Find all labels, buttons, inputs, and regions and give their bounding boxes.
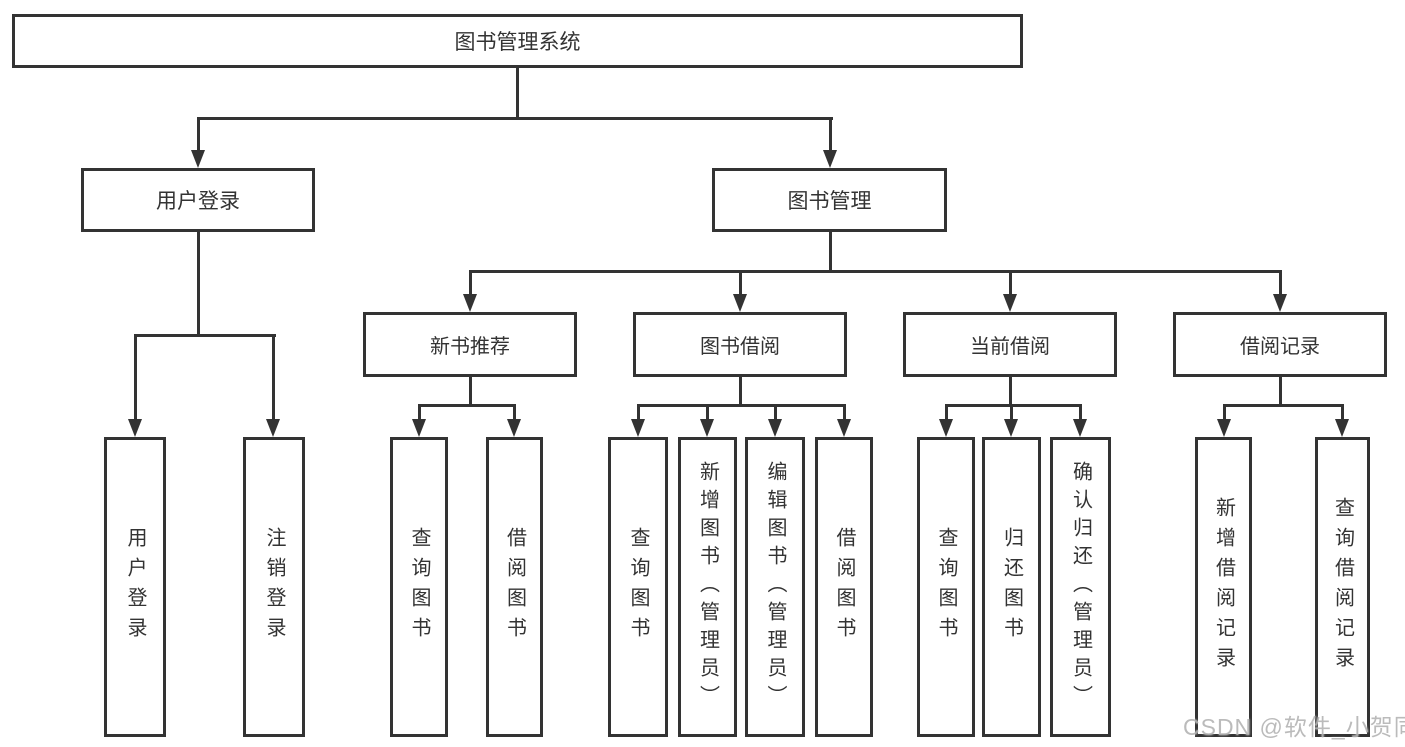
connector-line: [1010, 404, 1013, 421]
connector-line: [272, 334, 275, 420]
leaf-logout-label: 注销登录: [263, 527, 285, 647]
leaf-user-login: 用户登录: [104, 437, 166, 737]
leaf-borrow-books-1: 借阅图书: [486, 437, 543, 737]
arrow-down-icon: [1073, 419, 1087, 437]
leaf-user-login-label: 用户登录: [124, 527, 146, 647]
leaf-borrow-books-1-label: 借阅图书: [503, 527, 526, 647]
arrow-down-icon: [837, 419, 851, 437]
arrow-down-icon: [768, 419, 782, 437]
node-book-borrowing-label: 图书借阅: [700, 336, 780, 358]
leaf-add-books-admin-label: 新增图书（管理员）: [696, 461, 719, 713]
connector-line: [774, 404, 777, 421]
connector-line: [516, 68, 519, 118]
connector-line: [843, 404, 846, 421]
leaf-query-books-1: 查询图书: [390, 437, 448, 737]
node-root-label: 图书管理系统: [454, 31, 581, 54]
connector-line: [197, 232, 200, 335]
connector-line: [134, 334, 276, 337]
connector-line: [469, 270, 472, 296]
node-book-borrowing: 图书借阅: [633, 312, 847, 377]
connector-line: [1279, 270, 1282, 296]
leaf-return-books-label: 归还图书: [1000, 527, 1023, 647]
leaf-query-borrow-record-label: 查询借阅记录: [1331, 497, 1354, 677]
connector-line: [1079, 404, 1082, 421]
csdn-watermark: CSDN @软件_小贺同学: [1183, 714, 1405, 740]
connector-line: [418, 404, 421, 421]
leaf-edit-books-admin-label: 编辑图书（管理员）: [764, 461, 786, 713]
leaf-logout: 注销登录: [243, 437, 305, 737]
connector-line: [945, 404, 948, 421]
connector-line: [1223, 404, 1226, 421]
arrow-down-icon: [1217, 419, 1231, 437]
node-user-login: 用户登录: [81, 168, 315, 232]
connector-line: [1223, 404, 1344, 407]
connector-line: [637, 404, 845, 407]
connector-line: [1279, 377, 1282, 405]
connector-line: [945, 404, 1082, 407]
connector-line: [513, 404, 516, 421]
arrow-down-icon: [128, 419, 142, 437]
leaf-query-borrow-record: 查询借阅记录: [1315, 437, 1370, 737]
node-book-management-label: 图书管理: [787, 190, 872, 213]
node-user-login-label: 用户登录: [156, 190, 240, 213]
node-new-book-recommend-label: 新书推荐: [430, 336, 510, 358]
arrow-down-icon: [266, 419, 280, 437]
connector-line: [469, 270, 1281, 273]
node-borrowing-records: 借阅记录: [1173, 312, 1387, 377]
arrow-down-icon: [1273, 294, 1287, 312]
connector-line: [1341, 404, 1344, 421]
connector-line: [739, 377, 742, 405]
leaf-return-books: 归还图书: [982, 437, 1041, 737]
node-current-borrowing-label: 当前借阅: [970, 336, 1050, 358]
arrow-down-icon: [191, 150, 205, 168]
arrow-down-icon: [412, 419, 426, 437]
leaf-query-books-2-label: 查询图书: [627, 527, 649, 647]
leaf-edit-books-admin: 编辑图书（管理员）: [745, 437, 805, 737]
connector-line: [829, 232, 832, 271]
arrow-down-icon: [631, 419, 645, 437]
arrow-down-icon: [733, 294, 747, 312]
leaf-borrow-books-2: 借阅图书: [815, 437, 873, 737]
leaf-add-borrow-record-label: 新增借阅记录: [1212, 497, 1235, 677]
leaf-add-books-admin: 新增图书（管理员）: [678, 437, 737, 737]
arrow-down-icon: [463, 294, 477, 312]
leaf-query-books-3: 查询图书: [917, 437, 975, 737]
connector-line: [1009, 377, 1012, 405]
arrow-down-icon: [939, 419, 953, 437]
arrow-down-icon: [700, 419, 714, 437]
node-book-management: 图书管理: [712, 168, 947, 232]
arrow-down-icon: [1003, 294, 1017, 312]
connector-line: [197, 117, 200, 151]
connector-line: [1009, 270, 1012, 296]
connector-line: [418, 404, 516, 407]
leaf-add-borrow-record: 新增借阅记录: [1195, 437, 1252, 737]
connector-line: [739, 270, 742, 296]
leaf-query-books-1-label: 查询图书: [408, 527, 430, 647]
node-root: 图书管理系统: [12, 14, 1023, 68]
leaf-confirm-return-admin-label: 确认归还（管理员）: [1069, 461, 1092, 713]
connector-line: [637, 404, 640, 421]
connector-line: [197, 117, 833, 120]
node-current-borrowing: 当前借阅: [903, 312, 1117, 377]
connector-line: [134, 334, 137, 420]
node-borrowing-records-label: 借阅记录: [1240, 336, 1320, 358]
node-new-book-recommend: 新书推荐: [363, 312, 577, 377]
leaf-confirm-return-admin: 确认归还（管理员）: [1050, 437, 1111, 737]
leaf-query-books-2: 查询图书: [608, 437, 668, 737]
leaf-query-books-3-label: 查询图书: [935, 527, 957, 647]
connector-line: [469, 377, 472, 405]
leaf-borrow-books-2-label: 借阅图书: [833, 527, 855, 647]
connector-line: [706, 404, 709, 421]
connector-line: [829, 117, 832, 151]
arrow-down-icon: [1004, 419, 1018, 437]
arrow-down-icon: [507, 419, 521, 437]
arrow-down-icon: [1335, 419, 1349, 437]
arrow-down-icon: [823, 150, 837, 168]
